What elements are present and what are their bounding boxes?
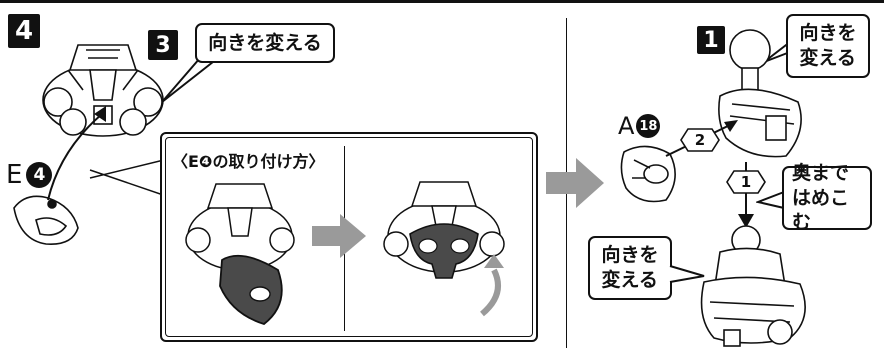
- push-callout: 奥まで はめこむ: [782, 162, 872, 233]
- part-number-circle: 18: [636, 114, 661, 138]
- top-rule: [0, 0, 884, 3]
- step-transition-arrow: [546, 158, 604, 208]
- step-number-4: 4: [8, 14, 40, 48]
- inset-inner-frame: [165, 137, 533, 337]
- attachment-detail-inset: 〈E❹の取り付け方〉: [160, 132, 538, 342]
- step-hex-1-shape: [726, 170, 766, 194]
- sub-step-number-3: 3: [148, 30, 178, 60]
- turn-callout-tail: [161, 57, 219, 103]
- turn-callout-top: 向きを 変える: [786, 14, 870, 78]
- push-callout-tail: [756, 191, 785, 209]
- attach-arrow: [47, 106, 106, 201]
- step-hex-2: 2: [694, 131, 706, 149]
- inset-before-illustration: [185, 183, 295, 325]
- part-letter: E: [6, 160, 23, 190]
- body-part-illustration: [42, 44, 164, 137]
- part-number-circle: 4: [26, 162, 53, 188]
- turn-callout: 向きを変える: [195, 23, 335, 63]
- turn-callout-bottom: 向きを 変える: [588, 236, 672, 300]
- assembled-illustration: [700, 225, 806, 347]
- step-hex-2-shape: [680, 128, 720, 152]
- sequence-arrow: [312, 214, 366, 258]
- step-number-1: 1: [697, 26, 725, 54]
- part-letter: A: [618, 112, 635, 140]
- inset-pointer-lines: [89, 157, 173, 199]
- turn-callout-bottom-tail: [669, 265, 705, 283]
- part-a18-illustration: [620, 145, 676, 203]
- inset-title: 〈E❹の取り付け方〉: [172, 152, 325, 171]
- inset-after-illustration: [383, 181, 505, 317]
- torso-illustration: [718, 29, 802, 158]
- part-label-a18: A 18: [618, 112, 661, 140]
- part-label-e4: E 4: [6, 160, 53, 190]
- part-e4-illustration: [13, 195, 79, 245]
- step-hex-1: 1: [740, 173, 752, 191]
